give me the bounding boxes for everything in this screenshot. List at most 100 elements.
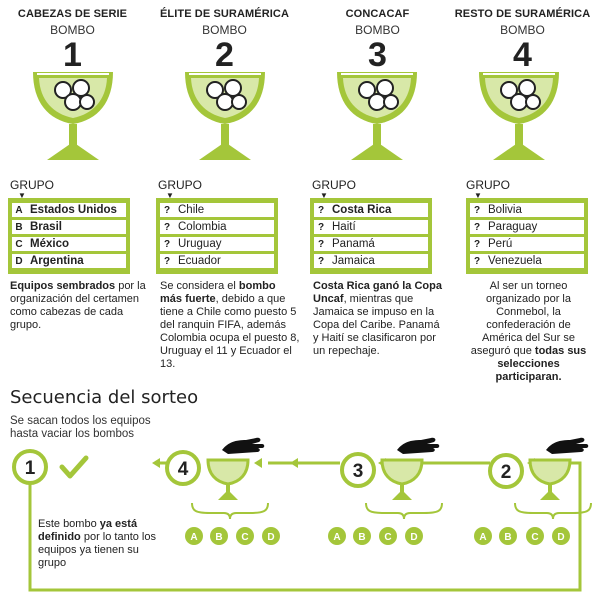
team-name: Perú xyxy=(488,238,513,250)
step-number: 4 xyxy=(178,459,189,480)
ball-icon xyxy=(379,527,397,545)
ball-icon xyxy=(499,527,517,545)
team-row: ? Panamá xyxy=(314,237,428,251)
team-name: Brasil xyxy=(30,221,62,233)
team-name: Venezuela xyxy=(488,255,542,267)
ball-letter: C xyxy=(384,532,391,543)
team-name: Chile xyxy=(178,204,205,216)
description-part: Este bombo xyxy=(38,518,100,530)
ball-letter: D xyxy=(267,532,274,543)
team-letter: ? xyxy=(317,204,325,216)
team-row: ?Paraguay xyxy=(470,220,584,234)
description-part: Al ser un torneo organizado por la Conme… xyxy=(470,280,575,357)
step-number: 1 xyxy=(25,458,36,479)
team-row: ? Venezuela xyxy=(470,254,584,268)
team-name: Ecuador xyxy=(178,255,221,267)
team-row: ? Ecuador xyxy=(160,254,274,268)
team-name: Costa Rica xyxy=(332,204,392,216)
ball-icon xyxy=(328,527,346,545)
team-letter: ? xyxy=(163,255,171,267)
grupo-label: GRUPO xyxy=(10,178,55,192)
step-circle xyxy=(165,450,201,486)
team-name: Bolivia xyxy=(488,204,522,216)
description-part: , mientras que Jamaica se impuso en la C… xyxy=(313,293,440,357)
team-row: A Estados Unidos xyxy=(12,203,126,217)
description-part: ya está definido xyxy=(38,518,138,543)
arrow-down-icon: ▼ xyxy=(18,191,26,200)
ball-letter: D xyxy=(410,532,417,543)
column-bombo-2: ÉLITE DE SURAMÉRICA BOMBO 2 xyxy=(152,0,297,72)
step-circle xyxy=(488,453,524,489)
team-letter: ? xyxy=(473,204,481,216)
ball-letter: A xyxy=(333,532,340,543)
description-part: por lo tanto los equipos ya tienen su gr… xyxy=(38,531,156,569)
team-letter: ? xyxy=(163,238,171,250)
team-letter: ? xyxy=(473,255,481,267)
team-letter: C xyxy=(15,238,23,250)
ball-icon xyxy=(526,527,544,545)
grupo-label: GRUPO xyxy=(312,178,357,192)
column-bombo-4: RESTO DE SURAMÉRICA BOMBO 4 xyxy=(450,0,595,72)
bombo-number: 2 xyxy=(215,36,234,74)
hand-icon xyxy=(546,437,589,454)
team-name: Haití xyxy=(332,221,356,233)
ball-letter: B xyxy=(504,532,511,543)
step-1-description: Este bombo ya está definido por lo tanto… xyxy=(38,518,168,570)
description-part: , debido a que tiene a Chile como puesto… xyxy=(160,293,300,370)
cup-icon xyxy=(528,458,572,502)
team-name: Estados Unidos xyxy=(30,204,117,216)
bombo-title: RESTO DE SURAMÉRICA xyxy=(454,8,591,20)
team-letter: ? xyxy=(473,238,481,250)
bombo-number: 4 xyxy=(513,36,532,74)
team-name: Uruguay xyxy=(178,238,222,250)
ball-icon xyxy=(236,527,254,545)
cup-icon xyxy=(380,458,424,502)
description-part: Equipos sembrados xyxy=(10,280,116,292)
team-name: Panamá xyxy=(332,238,375,250)
team-list: ?Chile ?Colombia ?Uruguay ?Ecuador xyxy=(156,198,278,274)
ball-letter: C xyxy=(241,532,248,543)
ball-letter: D xyxy=(557,532,564,543)
team-letter: ? xyxy=(317,238,325,250)
ball-letter: B xyxy=(215,532,222,543)
team-name: Colombia xyxy=(178,221,227,233)
team-letter: D xyxy=(15,255,23,267)
arrow-down-icon: ▼ xyxy=(320,191,328,200)
description-bombo-3: Costa Rica ganó la Copa Uncaf, mientras … xyxy=(313,280,445,358)
hand-icon xyxy=(222,437,265,454)
ball-icon xyxy=(405,527,423,545)
description-part: por la organización del certamen como ca… xyxy=(10,280,146,331)
grupo-label: GRUPO xyxy=(158,178,203,192)
team-name: Jamaica xyxy=(332,255,375,267)
cup-icon xyxy=(206,458,250,502)
description-bombo-4: Al ser un torneo organizado por la Conme… xyxy=(466,280,591,384)
brace-icon xyxy=(365,502,443,520)
team-list: ? Bolivia ?Paraguay ? Perú ? Venezuela xyxy=(466,198,588,274)
bombo-label: BOMBO xyxy=(50,23,95,37)
team-letter: ? xyxy=(473,221,481,233)
ball-icon xyxy=(474,527,492,545)
bombo-label: BOMBO xyxy=(355,23,400,37)
ball-icon xyxy=(552,527,570,545)
bombo-label: BOMBO xyxy=(500,23,545,37)
team-row: ?Chile xyxy=(160,203,274,217)
team-row: ? Costa Rica xyxy=(314,203,428,217)
team-row: ? Perú xyxy=(470,237,584,251)
ball-letter: B xyxy=(358,532,365,543)
ball-icon xyxy=(185,527,203,545)
column-bombo-1: CABEZAS DE SERIE BOMBO 1 xyxy=(0,0,145,72)
team-row: ? Uruguay xyxy=(160,237,274,251)
ball-icon xyxy=(353,527,371,545)
team-letter: A xyxy=(15,204,23,216)
team-letter: ? xyxy=(317,255,325,267)
description-part: Se considera el xyxy=(160,280,239,292)
bombo-label: BOMBO xyxy=(202,23,247,37)
ball-letter: A xyxy=(190,532,197,543)
team-letter: ? xyxy=(317,221,325,233)
description-bombo-1: Equipos sembrados por la organización de… xyxy=(10,280,150,332)
bombo-number: 1 xyxy=(63,36,82,74)
